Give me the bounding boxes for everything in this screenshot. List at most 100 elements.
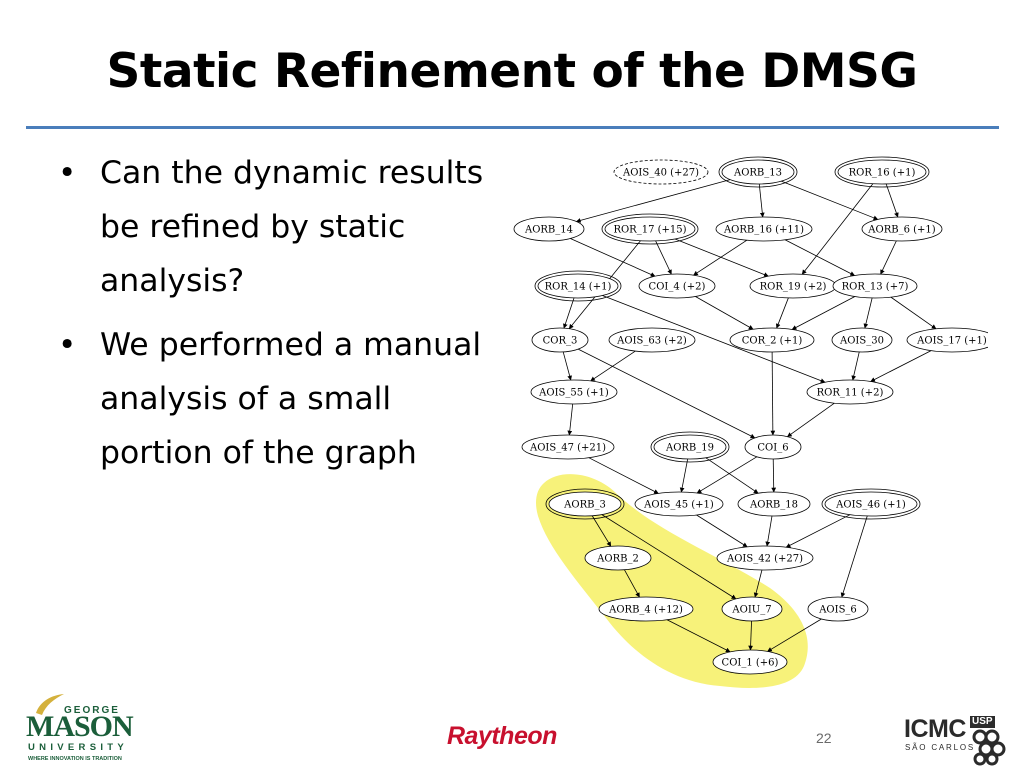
node-ellipse <box>737 491 811 517</box>
node-ellipse <box>513 216 585 242</box>
node-ellipse <box>584 545 652 571</box>
raytheon-logo: Raytheon <box>447 722 557 750</box>
gmu-logo: GEORGE MASON UNIVERSITY WHERE INNOVATION… <box>24 694 134 767</box>
node-label: AORB_2 <box>596 554 639 565</box>
node-label: AORB_13 <box>733 168 782 179</box>
node-label: ROR_11 (+2) <box>817 388 884 399</box>
node-label: AORB_19 <box>665 443 714 454</box>
graph-edge <box>863 297 873 329</box>
graph-node: AORB_14 <box>513 216 585 242</box>
node-ellipse <box>638 273 716 299</box>
usp-emblem-icon <box>972 729 1006 766</box>
graph-node: AORB_16 (+11) <box>715 216 813 242</box>
node-outer-ring <box>718 156 798 188</box>
graph-edge <box>562 351 572 381</box>
graph-edge <box>624 569 640 598</box>
title-divider <box>26 126 999 129</box>
gmu-george-text: GEORGE <box>64 705 120 716</box>
graph-node: AOIS_63 (+2) <box>608 327 696 353</box>
node-ellipse <box>837 159 927 185</box>
graph-edge <box>748 620 754 651</box>
node-outer-ring <box>650 431 730 463</box>
graph-edge <box>696 514 748 548</box>
graph-edge <box>705 457 759 494</box>
node-ellipse <box>598 596 694 622</box>
graph-edge <box>570 238 656 277</box>
icmc-logo: ICMC USP SÃO CARLOS <box>900 715 1012 766</box>
node-ellipse <box>806 379 894 405</box>
node-ellipse <box>832 273 918 299</box>
graph-node: ROR_11 (+2) <box>806 379 894 405</box>
node-label: AORB_3 <box>563 500 606 511</box>
node-ellipse <box>906 327 988 353</box>
node-ellipse <box>521 434 615 460</box>
graph-edge <box>851 351 860 381</box>
gmu-university-text: UNIVERSITY <box>28 742 129 753</box>
graph-edge <box>679 458 689 493</box>
node-label: AORB_14 <box>524 225 573 236</box>
graph-edge <box>801 183 874 275</box>
graph-edges <box>562 179 937 653</box>
graph-node: ROR_19 (+2) <box>749 273 837 299</box>
graph-edge <box>870 350 932 382</box>
node-label: AORB_4 (+12) <box>608 605 683 616</box>
graph-edge <box>753 569 763 598</box>
graph-node: AORB_2 <box>584 545 652 571</box>
graph-edge <box>695 296 754 330</box>
node-label: ROR_14 (+1) <box>545 282 612 293</box>
graph-node: COR_3 <box>531 327 589 353</box>
node-label: COI_4 (+2) <box>649 282 706 293</box>
bullet-glyph: • <box>58 327 77 363</box>
node-outer-ring <box>534 270 622 302</box>
graph-edge <box>775 297 789 329</box>
graph-edge <box>791 296 856 330</box>
node-label: AORB_18 <box>749 500 798 511</box>
node-ellipse <box>613 159 709 185</box>
node-ellipse <box>721 159 795 185</box>
node-ellipse <box>729 327 815 353</box>
graph-edge <box>563 297 575 329</box>
node-label: AORB_6 (+1) <box>867 225 935 236</box>
graph-node: AORB_18 <box>737 491 811 517</box>
node-label: COI_6 <box>757 443 788 454</box>
highlight-region <box>536 474 808 688</box>
graph-edge <box>785 514 851 548</box>
node-label: AOIS_45 (+1) <box>643 500 714 511</box>
node-ellipse <box>721 596 783 622</box>
node-label: ROR_16 (+1) <box>849 168 916 179</box>
graph-edge <box>771 458 777 493</box>
node-outer-ring <box>821 488 921 520</box>
node-ellipse <box>712 649 788 675</box>
graph-node: AOIS_30 <box>831 327 893 353</box>
icmc-city-text: SÃO CARLOS <box>905 743 976 752</box>
graph-edge <box>784 239 856 276</box>
graph-node: AORB_19 <box>650 431 730 463</box>
graph-node: COI_6 <box>744 434 802 460</box>
graph-node: AORB_3 <box>545 488 625 520</box>
graph-edge <box>770 351 776 436</box>
graph-node: AOIS_47 (+21) <box>521 434 615 460</box>
node-ellipse <box>831 327 893 353</box>
graph-node: AORB_13 <box>718 156 798 188</box>
graph-edge <box>666 619 731 653</box>
graph-edge <box>591 515 612 547</box>
graph-node: AOIS_40 (+27) <box>613 159 709 185</box>
graph-node: AOIS_42 (+27) <box>716 545 814 571</box>
bullet-glyph: • <box>58 155 77 191</box>
graph-edge <box>567 403 574 436</box>
node-label: AOIU_7 <box>731 605 771 616</box>
graph-edge <box>693 239 748 276</box>
gmu-flame-icon <box>36 694 64 715</box>
node-ellipse <box>548 491 622 517</box>
bullet-text: Can the dynamic results be refined by st… <box>100 155 484 299</box>
graph-edge <box>885 183 899 218</box>
node-label: ROR_13 (+7) <box>842 282 909 293</box>
graph-edge <box>696 456 758 494</box>
graph-edge <box>588 457 659 494</box>
graph-edge <box>765 515 773 547</box>
graph-edge <box>575 179 731 223</box>
graph-edge <box>758 183 765 218</box>
graph-edge <box>590 350 636 382</box>
node-label: COR_3 <box>543 336 578 347</box>
